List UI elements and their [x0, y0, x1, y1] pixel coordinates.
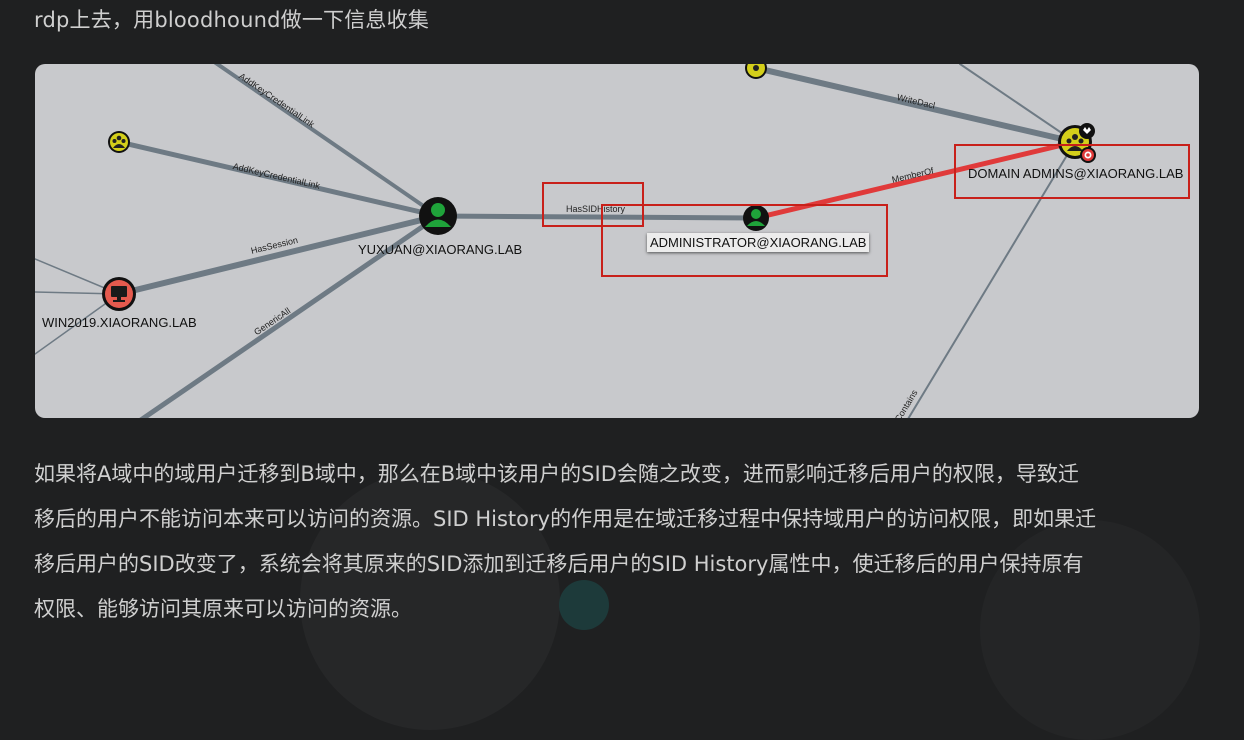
group-icon: [112, 135, 126, 148]
floating-circle-button[interactable]: [559, 580, 609, 630]
paragraph-line: 移后的用户不能访问本来可以访问的资源。SID History的作用是在域迁移过程…: [34, 507, 1097, 531]
user-node-administrator[interactable]: [743, 205, 769, 231]
edge-hassession: [116, 213, 441, 297]
edge-writedacl: [753, 65, 1078, 145]
annotation-box-administrator: [601, 204, 888, 277]
node-label-administrator: ADMINISTRATOR@XIAORANG.LAB: [647, 233, 870, 252]
edge-win2019-left-3: [35, 293, 120, 355]
group-icon: [753, 65, 759, 71]
user-node-yuxuan[interactable]: [419, 197, 457, 235]
annotation-box-domain-admins: [954, 144, 1190, 199]
edge-contains: [907, 141, 1076, 418]
node-label-yuxuan: YUXUAN@XIAORANG.LAB: [358, 242, 523, 257]
edge-hassidhistory: [435, 213, 759, 221]
edge-top-right: [959, 64, 1076, 143]
node-label-win2019: WIN2019.XIAORANG.LAB: [42, 315, 197, 330]
graph-edges: [35, 64, 1078, 418]
edge-addkeycredentiallink-top: [213, 64, 440, 218]
bloodhound-graph-panel[interactable]: AddKeyCredentialLink AddKeyCredentialLin…: [35, 64, 1199, 418]
high-value-icon: [1079, 123, 1095, 139]
edge-genericall: [139, 213, 441, 418]
group-node-domain-admins[interactable]: [1058, 123, 1096, 163]
graph-canvas[interactable]: [35, 64, 1199, 418]
section-heading: rdp上去，用bloodhound做一下信息收集: [34, 8, 430, 32]
sid-history-explanation: 如果将A域中的域用户迁移到B域中，那么在B域中该用户的SID会随之改变，进而影响…: [34, 452, 1204, 632]
paragraph-line: 权限、能够访问其原来可以访问的资源。: [34, 597, 412, 621]
user-icon: [747, 209, 765, 226]
edge-addkeycredentiallink-group: [116, 139, 441, 219]
group-node-top[interactable]: [745, 64, 767, 79]
paragraph-line: 移后用户的SID改变了，系统会将其原来的SID添加到迁移后用户的SID Hist…: [34, 552, 1084, 576]
node-label-domain-admins: DOMAIN ADMINS@XIAORANG.LAB: [968, 166, 1184, 181]
group-icon: [1066, 134, 1084, 151]
computer-node-win2019[interactable]: [102, 277, 136, 311]
edge-label-hassidhistory: HasSIDHistory: [566, 204, 626, 214]
user-icon: [425, 203, 451, 227]
paragraph-line: 如果将A域中的域用户迁移到B域中，那么在B域中该用户的SID会随之改变，进而影响…: [34, 462, 1079, 486]
target-icon: [1080, 147, 1096, 163]
computer-icon: [111, 286, 127, 302]
group-node-left[interactable]: [108, 131, 130, 153]
